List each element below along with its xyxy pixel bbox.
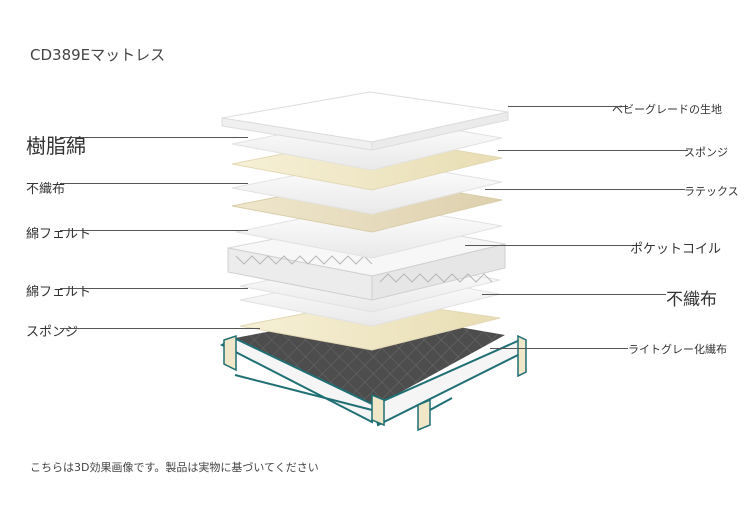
label-light-gray-fabric: ライトグレー化繊布 xyxy=(628,343,727,356)
label-nonwoven-1: 不織布 xyxy=(26,182,66,197)
label-latex: ラテックス xyxy=(684,185,739,198)
leader-line xyxy=(60,137,248,138)
disclaimer-note: こちらは3D効果画像です。製品は実物に基づいてください xyxy=(30,461,319,474)
page-title: CD389Eマットレス xyxy=(30,46,166,64)
label-nonwoven-2: 不織布 xyxy=(666,290,717,310)
leader-line xyxy=(482,294,666,295)
leader-line xyxy=(60,183,248,184)
leader-line xyxy=(465,245,631,246)
leader-line xyxy=(60,288,248,289)
label-resin-cotton: 樹脂綿 xyxy=(26,134,86,158)
layer-top-fabric xyxy=(221,91,509,151)
label-felt-2: 綿フェルト xyxy=(26,285,92,300)
label-felt-1: 綿フェルト xyxy=(26,227,92,242)
label-top-fabric: ベビーグレードの生地 xyxy=(612,103,722,116)
leader-line xyxy=(60,328,260,329)
leader-line xyxy=(490,348,628,349)
leader-line xyxy=(508,106,628,107)
label-sponge-top: スポンジ xyxy=(684,146,728,159)
label-sponge-bottom: スポンジ xyxy=(26,325,79,340)
label-pocket-coil: ポケットコイル xyxy=(630,242,722,257)
leader-line xyxy=(485,189,685,190)
leader-line xyxy=(60,230,248,231)
leader-line xyxy=(498,150,688,151)
